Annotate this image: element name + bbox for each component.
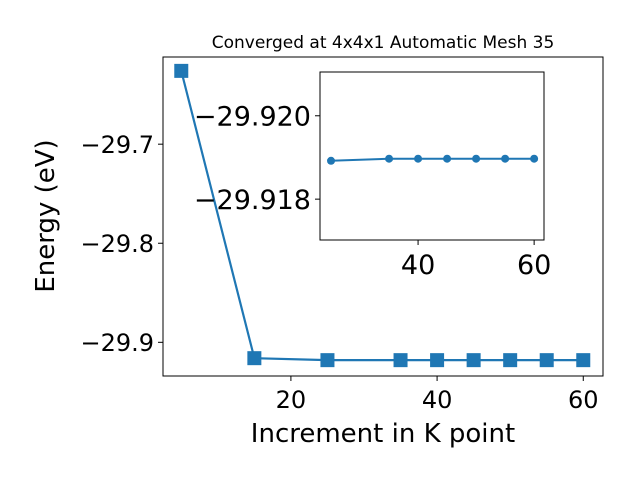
inset-y-tick-label: −29.920	[194, 101, 311, 132]
inset-y-tick-label: −29.918	[194, 185, 311, 216]
inset-data-point	[414, 154, 423, 163]
data-point	[466, 353, 481, 368]
data-point	[430, 353, 445, 368]
data-point	[174, 63, 189, 78]
data-point	[247, 351, 262, 366]
inset-data-point	[385, 154, 394, 163]
inset-data-point	[443, 154, 452, 163]
data-point	[503, 353, 518, 368]
data-point	[539, 353, 554, 368]
y-tick-label: −29.9	[80, 329, 154, 357]
inset-x-tick-label: 60	[517, 250, 551, 281]
data-point	[576, 353, 591, 368]
x-tick-label: 40	[422, 386, 453, 414]
y-axis-label: Energy (eV)	[31, 139, 61, 292]
axes-frame	[162, 56, 604, 377]
data-point	[393, 353, 408, 368]
inset-plot-area	[320, 72, 544, 240]
inset-data-point	[530, 154, 539, 163]
inset-x-tick-label: 40	[401, 250, 435, 281]
data-point	[320, 353, 335, 368]
inset-data-point	[472, 154, 481, 163]
y-tick-label: −29.8	[80, 230, 154, 258]
x-tick-label: 60	[568, 386, 599, 414]
inset-data-point	[501, 154, 510, 163]
inset-axes-frame	[319, 71, 545, 241]
x-tick-label: 20	[276, 386, 307, 414]
y-tick-label: −29.7	[80, 131, 154, 159]
x-axis-label: Increment in K point	[251, 419, 515, 449]
inset-data-point	[327, 156, 336, 165]
chart-title: Converged at 4x4x1 Automatic Mesh 35	[212, 33, 555, 53]
